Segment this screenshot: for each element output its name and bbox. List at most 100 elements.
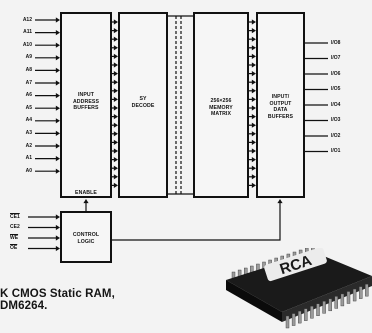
control-arrow	[55, 235, 60, 241]
io-pin-label: I/O2	[331, 132, 341, 139]
bus-arrow	[113, 139, 118, 145]
control-pin-label: CE2	[10, 224, 20, 230]
rca-chip-image: RCA	[226, 248, 372, 329]
memory-matrix-block: 256×256 MEMORY MATRIX	[193, 12, 249, 198]
address-pin-label: A1	[25, 155, 32, 162]
address-arrow	[55, 118, 60, 124]
bus-arrow	[113, 105, 118, 111]
figure-caption: K CMOS Static RAM, DM6264.	[0, 288, 115, 312]
bus-arrow	[251, 165, 256, 171]
address-pin-label: A11	[23, 29, 32, 36]
bus-arrow	[113, 88, 118, 94]
address-arrow	[55, 80, 60, 86]
control-to-io-line	[112, 203, 281, 241]
chip-body-side	[226, 280, 282, 322]
bus-arrow	[113, 157, 118, 163]
chip-pin	[340, 293, 345, 307]
address-pin-label: A8	[25, 66, 32, 73]
input-address-buffers-label: INPUT ADDRESS BUFFERS	[72, 92, 100, 111]
address-pin-label: A10	[22, 41, 32, 48]
bus-arrow	[251, 105, 256, 111]
bus-arrow	[251, 71, 256, 77]
address-pin-label: A3	[25, 129, 32, 136]
address-arrow	[55, 67, 60, 73]
bus-arrow	[113, 148, 118, 154]
bus-arrow	[113, 19, 118, 25]
bus-arrow	[251, 88, 256, 94]
bus-arrow	[113, 36, 118, 42]
chip-pin	[352, 288, 357, 302]
bus-arrow	[113, 114, 118, 120]
bus-arrow	[113, 182, 118, 188]
chip-pin	[297, 310, 302, 324]
io-pin-label: I/O4	[331, 101, 341, 108]
address-arrow	[55, 93, 60, 99]
bus-arrow	[113, 96, 118, 102]
address-pin-label: A12	[22, 16, 32, 23]
address-pin-label: A9	[25, 54, 32, 61]
address-arrow	[55, 30, 60, 36]
chip-body-top	[226, 252, 372, 312]
bus-arrow	[251, 114, 256, 120]
bus-arrow	[251, 148, 256, 154]
bus-arrow	[251, 79, 256, 85]
chip-pin	[291, 313, 296, 326]
bus-arrow	[113, 71, 118, 77]
io-enable-arrow	[277, 199, 283, 204]
bus-arrow	[251, 53, 256, 59]
io-pin-label: I/O7	[331, 55, 341, 61]
bus-arrow	[251, 36, 256, 42]
address-pin-label: A0	[25, 167, 32, 174]
chip-pin	[310, 306, 314, 319]
bus-arrow	[113, 79, 118, 85]
bus-arrow	[251, 182, 256, 188]
control-arrow	[55, 214, 60, 220]
address-arrow	[55, 42, 60, 48]
bus-arrow	[113, 28, 118, 34]
bus-arrow	[251, 139, 256, 145]
chip-pin	[285, 315, 290, 329]
bus-arrow	[113, 45, 118, 51]
address-pin-label: A4	[25, 117, 32, 124]
chip-pin	[322, 301, 326, 314]
io-pin-label: I/O5	[331, 86, 341, 92]
bus-arrow	[251, 45, 256, 51]
input-address-buffers-block: INPUT ADDRESS BUFFERS ENABLE	[60, 12, 112, 198]
bus-arrow	[251, 19, 256, 25]
address-arrow	[55, 17, 60, 23]
bus-arrow	[251, 157, 256, 163]
address-pin-label: A6	[25, 92, 32, 99]
io-pin-label: I/O3	[331, 117, 341, 123]
io-pin-label: I/O1	[331, 148, 341, 154]
decoder-block: SY DECODE	[118, 12, 168, 198]
address-pin-label: A7	[25, 79, 32, 86]
io-pin-label: I/O6	[331, 70, 341, 77]
bus-arrow	[113, 53, 118, 59]
bus-arrow	[113, 122, 118, 128]
chip-pin	[346, 291, 351, 304]
control-pin-label: OE	[10, 245, 18, 251]
bus-arrow	[113, 131, 118, 137]
control-pin-label: WE	[10, 234, 19, 241]
address-pin-label: A5	[25, 104, 32, 111]
bus-arrow	[251, 131, 256, 137]
io-data-buffers-label: INPUT/ OUTPUT DATA BUFFERS	[267, 94, 294, 120]
bus-arrow	[251, 28, 256, 34]
chip-pin	[365, 283, 369, 297]
chip-pin	[334, 296, 339, 309]
address-arrow	[55, 55, 60, 61]
control-logic-label: CONTROL LOGIC	[72, 232, 100, 245]
address-arrow	[55, 130, 60, 136]
address-arrow	[55, 105, 60, 111]
bus-arrow	[251, 122, 256, 128]
control-arrow	[55, 224, 60, 231]
chip-pin	[358, 286, 363, 299]
chip-pin	[316, 303, 320, 316]
control-arrow	[55, 245, 60, 252]
address-arrow	[55, 143, 60, 149]
io-data-buffers-block: INPUT/ OUTPUT DATA BUFFERS	[256, 12, 305, 198]
chip-pin	[304, 308, 308, 321]
bus-arrow	[251, 174, 256, 180]
bus-arrow	[113, 62, 118, 68]
